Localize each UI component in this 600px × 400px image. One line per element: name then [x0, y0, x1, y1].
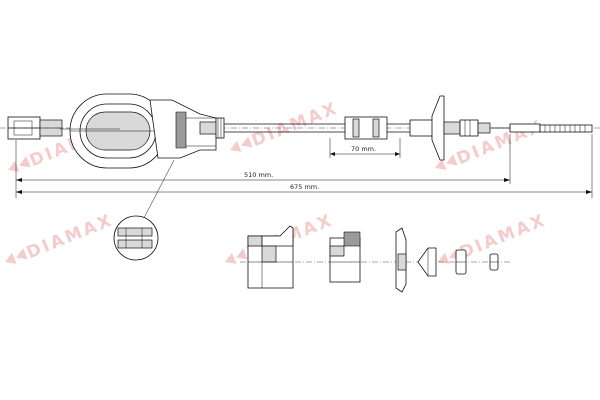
cable-assembly: [0, 93, 600, 169]
part-2-bushing: [329, 231, 361, 283]
watermark-text-4: DIAMAX: [24, 210, 117, 263]
part-3-flange: [395, 227, 407, 293]
dimension-675: 675 mm.: [16, 134, 593, 198]
dim-510-label: 510 mm.: [244, 171, 273, 179]
watermark-text-6: DIAMAX: [457, 210, 550, 263]
flange-boot: [409, 95, 491, 161]
part-5-sleeve: [455, 249, 467, 275]
watermark-4: DIAMAX: [5, 210, 117, 264]
detail-callout: [113, 159, 175, 261]
part-6-small-sleeve: [489, 253, 499, 271]
dim-675-label: 675 mm.: [290, 183, 319, 191]
part-4-bullet-grommet: [417, 247, 437, 277]
dimension-510: 510 mm.: [15, 134, 511, 198]
watermark-text-2: DIAMAX: [249, 98, 342, 151]
cable-housing: [69, 93, 217, 169]
middle-grommet: [344, 116, 388, 140]
dimension-70: 70 mm.: [329, 138, 401, 158]
right-threaded-end: [490, 123, 593, 133]
dim-70-label: 70 mm.: [351, 145, 376, 153]
adjuster-body: [199, 117, 225, 139]
part-1-housing: [247, 225, 294, 289]
watermark-2: DIAMAX: [230, 98, 342, 152]
